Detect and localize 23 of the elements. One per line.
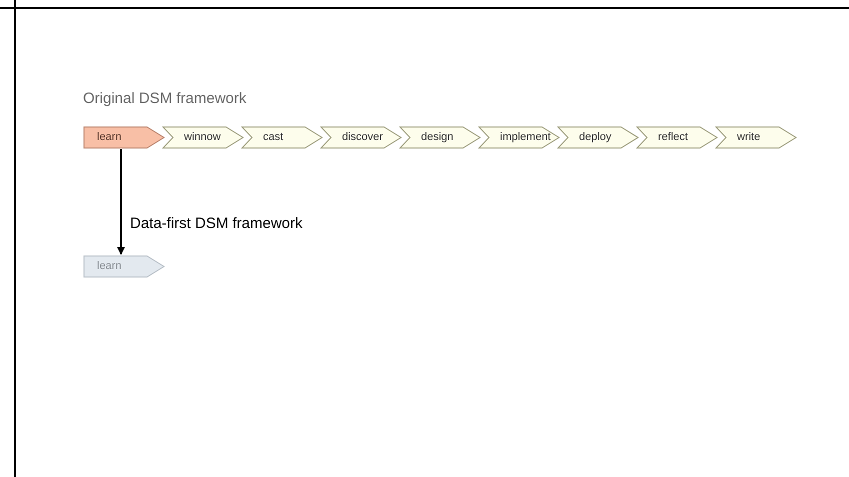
chevron-step bbox=[83, 126, 165, 149]
chevron-step bbox=[636, 126, 718, 149]
chevron-step bbox=[162, 126, 244, 149]
section-heading: Original DSM framework bbox=[83, 89, 246, 109]
step-label: cast bbox=[263, 132, 284, 143]
chevron-step bbox=[399, 126, 481, 149]
step-label: discover bbox=[342, 132, 383, 143]
chevron-step bbox=[478, 126, 560, 149]
chevron-step bbox=[241, 126, 323, 149]
chevron-step bbox=[715, 126, 797, 149]
arrow bbox=[117, 149, 125, 255]
section-heading: Data-first DSM framework bbox=[130, 214, 303, 234]
step-label: learn bbox=[97, 261, 122, 272]
step-label: reflect bbox=[658, 132, 688, 143]
step-label: winnow bbox=[184, 132, 221, 143]
step-label: deploy bbox=[579, 132, 612, 143]
step-label: write bbox=[737, 132, 760, 143]
step-label: learn bbox=[97, 132, 122, 143]
chevron-step bbox=[83, 255, 165, 278]
step-label: implement bbox=[500, 132, 551, 143]
chevron-step bbox=[557, 126, 639, 149]
step-label: design bbox=[421, 132, 454, 143]
chevron-step bbox=[320, 126, 402, 149]
